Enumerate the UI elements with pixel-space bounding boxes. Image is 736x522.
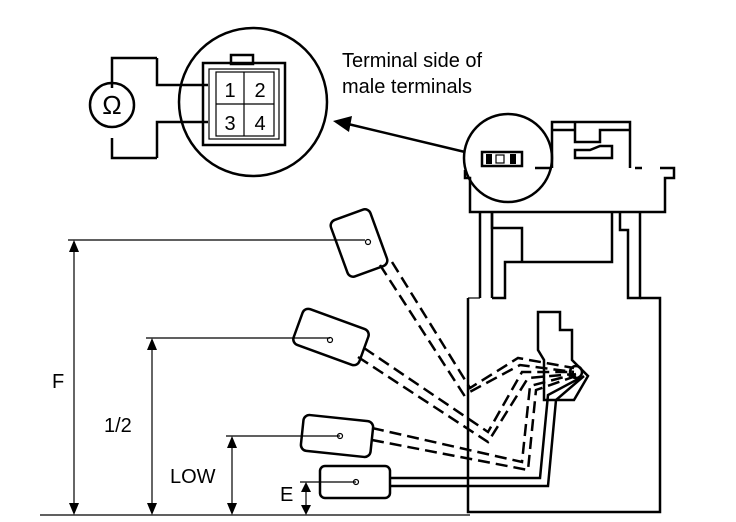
float-arms — [292, 208, 585, 500]
float-half — [292, 307, 575, 444]
level-dimensions — [40, 239, 470, 516]
ohmmeter: Ω — [88, 56, 208, 160]
level-label-half: 1/2 — [104, 415, 132, 437]
float-full — [329, 208, 575, 397]
callout-line-2: male terminals — [342, 76, 472, 98]
pin-1: 1 — [224, 80, 235, 102]
ohmmeter-icon — [88, 81, 136, 129]
pin-4: 4 — [254, 113, 265, 135]
float-low — [299, 372, 577, 472]
level-label-full: F — [52, 371, 64, 393]
ohm-symbol: Ω — [102, 90, 121, 120]
connector-location-circle — [462, 112, 554, 204]
callout-line-1: Terminal side of — [342, 50, 483, 72]
pin-3: 3 — [224, 113, 235, 135]
connector-detail: 1 2 3 4 — [177, 26, 329, 178]
level-label-empty: E — [280, 484, 293, 506]
level-label-low: LOW — [170, 466, 216, 488]
sender-unit-body — [463, 120, 676, 514]
pin-2: 2 — [254, 80, 265, 102]
callout-arrow — [333, 116, 466, 154]
